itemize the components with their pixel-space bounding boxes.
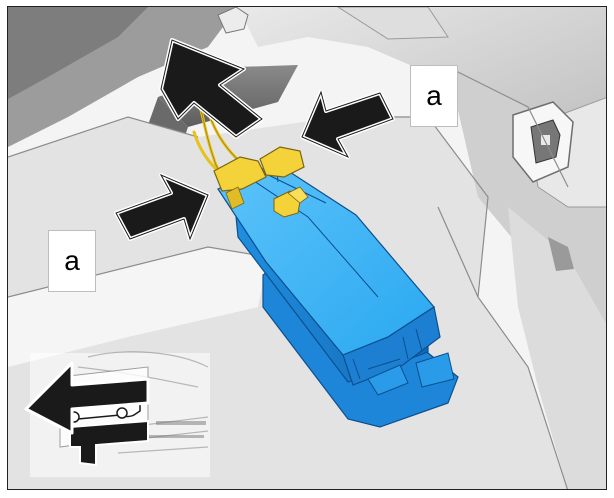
arrow-right-icon [114, 173, 210, 241]
panel-clip-slot [512, 101, 574, 183]
car-view-direction-icon [24, 351, 210, 477]
vehicle-interior-illustration [8, 7, 606, 489]
arrow-press-top-icon [300, 90, 395, 159]
blue-connector [192, 97, 459, 428]
connector-latch [213, 146, 309, 218]
callout-label-a-top: a [410, 65, 458, 127]
illustration-frame: a a [7, 6, 607, 490]
callout-label-a-left: a [48, 230, 96, 292]
arrow-up-left-icon [159, 38, 264, 139]
